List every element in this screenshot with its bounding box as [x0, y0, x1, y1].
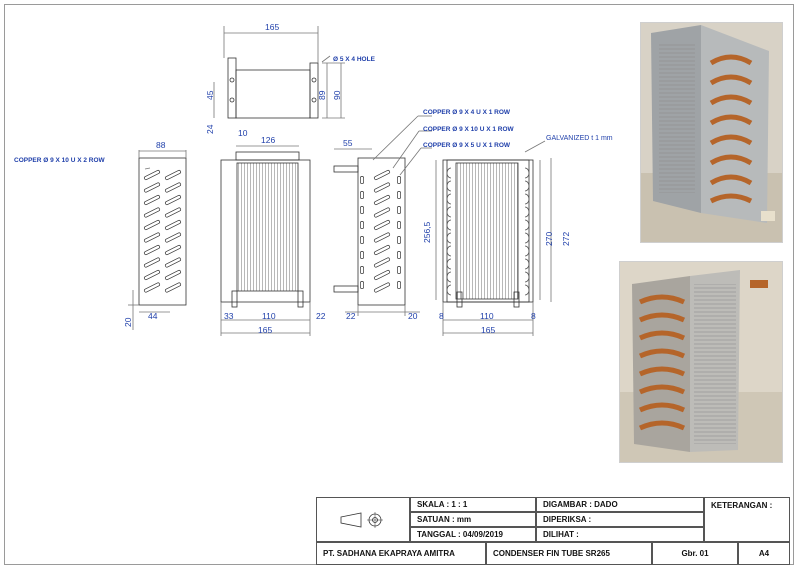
side-left-bottom-dim-b: 44	[148, 311, 158, 321]
rear-bottom-dim-b: 110	[480, 311, 494, 321]
top-left-dim-b: 24	[205, 124, 215, 134]
unit-cell: SATUAN : mm	[410, 512, 536, 527]
projection-symbol-cell	[316, 497, 410, 542]
rear-height-dim-b: 270	[544, 232, 554, 246]
copper-2row-callout: COPPER Ø 9 X 10 U X 2 ROW	[14, 157, 106, 164]
side-left-bottom-dim-a: 20	[123, 317, 133, 327]
rear-bottom-dim-a: 8	[439, 311, 444, 321]
drawing-number-cell: Gbr. 01	[652, 542, 738, 565]
galvanized-callout: GALVANIZED t 1 mm	[546, 135, 613, 142]
side-right-bottom-dim-b: 20	[408, 311, 418, 321]
front-bottom-dim-b: 110	[262, 311, 276, 321]
drawn-by-cell: DIGAMBAR : DADO	[536, 497, 704, 512]
rear-view-tube-bends	[446, 167, 530, 296]
copper-5u-callout: COPPER Ø 9 X 5 U X 1 ROW	[423, 142, 511, 149]
front-top-dim: 126	[261, 135, 275, 145]
top-left-dim-a: 45	[205, 90, 215, 100]
side-view-right	[333, 148, 420, 316]
first-angle-projection-icon	[340, 511, 383, 528]
front-overall-dim: 165	[258, 325, 272, 335]
top-bottom-dim: 10	[238, 128, 248, 138]
copper-4u-callout: COPPER Ø 9 X 4 U X 1 ROW	[423, 109, 511, 116]
remarks-cell: KETERANGAN :	[704, 497, 790, 542]
product-cell: CONDENSER FIN TUBE SR265	[486, 542, 652, 565]
left-view-slots	[144, 170, 181, 293]
top-right-dim-b: 90	[332, 90, 342, 100]
rear-bottom-dim-c: 8	[531, 311, 536, 321]
side-right-bottom-dim-a: 22	[346, 311, 356, 321]
rear-height-dim-a: 256,5	[422, 221, 432, 243]
hole-note: Ø 5 X 4 HOLE	[333, 56, 376, 63]
copper-10u-callout: COPPER Ø 9 X 10 U X 1 ROW	[423, 126, 515, 133]
paper-size-cell: A4	[738, 542, 790, 565]
seen-by-cell: DILIHAT :	[536, 527, 704, 542]
top-view	[213, 26, 345, 119]
condenser-photo-front	[640, 22, 783, 243]
top-width-dim: 165	[265, 22, 279, 32]
condenser-photo-back-icon	[620, 262, 782, 462]
side-view-left	[128, 150, 187, 330]
condenser-photo-back	[619, 261, 783, 463]
condenser-photo-front-icon	[641, 23, 782, 242]
front-bottom-dim-c: 22	[316, 311, 326, 321]
front-view	[220, 145, 311, 336]
top-right-dim-a: 89	[317, 90, 327, 100]
checked-by-cell: DIPERIKSA :	[536, 512, 704, 527]
side-right-top-dim: 55	[343, 138, 353, 148]
date-cell: TANGGAL : 04/09/2019	[410, 527, 536, 542]
rear-overall-dim: 165	[481, 325, 495, 335]
company-cell: PT. SADHANA EKAPRAYA AMITRA	[316, 542, 486, 565]
right-view-slots	[360, 170, 401, 293]
scale-cell: SKALA : 1 : 1	[410, 497, 536, 512]
rear-height-dim-c: 272	[561, 232, 571, 246]
rear-view	[372, 115, 552, 336]
front-bottom-dim-a: 33	[224, 311, 234, 321]
title-block: SKALA : 1 : 1 SATUAN : mm TANGGAL : 04/0…	[316, 497, 790, 565]
side-left-top-dim: 88	[156, 140, 166, 150]
